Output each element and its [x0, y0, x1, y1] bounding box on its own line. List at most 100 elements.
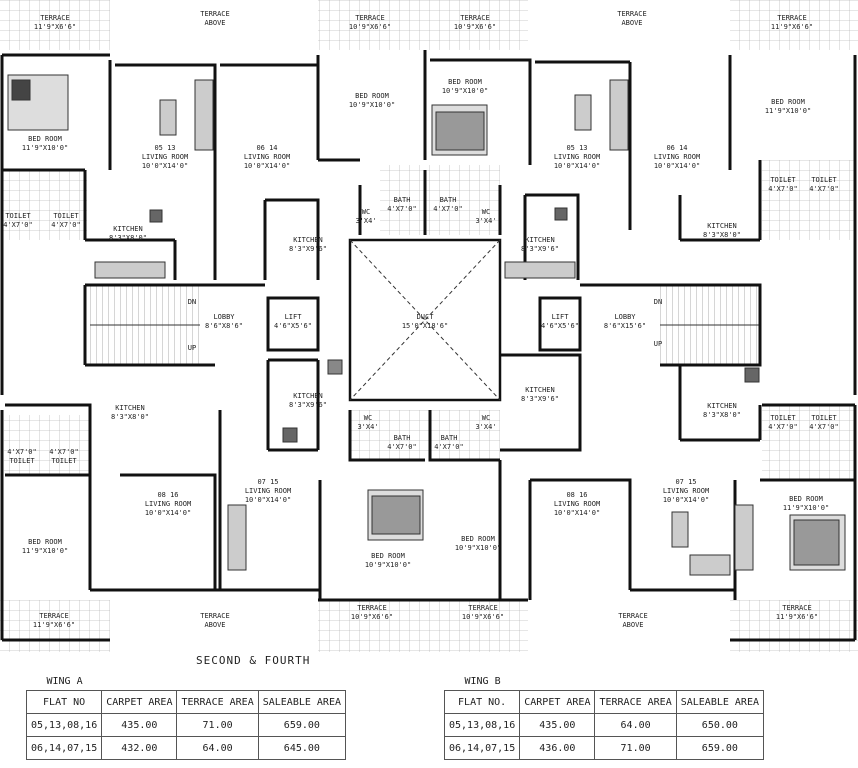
- room-label-line: 07 15: [257, 478, 278, 486]
- table-row: 05,13,08,16 435.00 64.00 650.00: [443, 713, 765, 737]
- room-label-line: 10'9"X10'0": [349, 101, 395, 109]
- room-label-line: 10'0"X14'0": [244, 162, 290, 170]
- wing-a-table-wrap: WING A FLAT NO CARPET AREA TERRACE AREA …: [25, 672, 347, 760]
- room-label-line: 10'0"X14'0": [145, 509, 191, 517]
- room-label-line: 8'3"X8'0": [703, 411, 741, 419]
- table-cell: 435.00: [101, 713, 178, 737]
- room-label-line: KITCHEN: [707, 222, 737, 230]
- table-cell: 64.00: [176, 736, 259, 760]
- room-label-line: 15'0"X18'6": [402, 322, 448, 330]
- room-label-line: TERRACE: [777, 14, 807, 22]
- table-header-row: FLAT NO. CARPET AREA TERRACE AREA SALEAB…: [443, 690, 765, 714]
- room-label-line: 8'3"X9'6": [289, 401, 327, 409]
- room-label-line: 4'6"X5'6": [541, 322, 579, 330]
- room-label-line: 4'X7'0": [768, 185, 798, 193]
- room-label-line: TOILET: [811, 176, 837, 184]
- room-label-line: TOILET: [53, 212, 79, 220]
- table-row: 06,14,07,15 436.00 71.00 659.00: [443, 736, 765, 760]
- room-label-line: TERRACE: [617, 10, 647, 18]
- room-label-line: TERRACE: [200, 10, 230, 18]
- table-cell: 06,14,07,15: [25, 736, 103, 760]
- room-label-line: UP: [654, 340, 662, 348]
- table-cell: 05,13,08,16: [25, 713, 103, 737]
- room-label-line: 10'0"X14'0": [245, 496, 291, 504]
- room-label-line: WC: [362, 208, 370, 216]
- room-label-line: BED ROOM: [461, 535, 495, 543]
- floor-title: SECOND & FOURTH: [196, 654, 311, 667]
- room-label-line: LOBBY: [213, 313, 235, 321]
- room-label-line: TOILET: [51, 457, 77, 465]
- room-label-line: 10'9"X10'0": [365, 561, 411, 569]
- room-label-line: KITCHEN: [707, 402, 737, 410]
- room-label-line: BED ROOM: [28, 135, 62, 143]
- room-label-line: 08 16: [566, 491, 587, 499]
- room-label-line: WC: [364, 414, 372, 422]
- room-label-dn2: DN: [654, 298, 662, 306]
- room-label-line: WC: [482, 208, 490, 216]
- table-header-row: FLAT NO CARPET AREA TERRACE AREA SALEABL…: [25, 690, 347, 714]
- room-label-line: UP: [188, 344, 196, 352]
- table-cell: 659.00: [257, 713, 347, 737]
- wing-a-title: WING A: [46, 675, 83, 687]
- room-label-line: TERRACE: [468, 604, 498, 612]
- room-label-line: 10'9"X10'0": [455, 544, 501, 552]
- room-label-line: 10'0"X14'0": [142, 162, 188, 170]
- header-cell: SALEABLE AREA: [257, 690, 347, 714]
- room-label-line: BATH: [394, 196, 411, 204]
- table-cell: 71.00: [176, 713, 259, 737]
- room-label-line: TERRACE: [355, 14, 385, 22]
- furniture-icons: [94, 79, 760, 576]
- room-label-line: 11'9"X10'0": [22, 547, 68, 555]
- room-label-line: LIVING ROOM: [554, 153, 600, 161]
- room-label-line: LIVING ROOM: [663, 487, 709, 495]
- table-cell: 432.00: [101, 736, 178, 760]
- room-label-line: 11'9"X6'6": [33, 621, 75, 629]
- room-label-line: 10'9"X6'6": [349, 23, 391, 31]
- room-label-line: LIVING ROOM: [244, 153, 290, 161]
- table-cell: 05,13,08,16: [443, 713, 521, 737]
- room-label-line: 4'X7'0": [809, 185, 839, 193]
- room-label-line: 10'9"X10'0": [442, 87, 488, 95]
- room-label-line: DUCT: [417, 313, 435, 321]
- room-label-up2: UP: [654, 340, 662, 348]
- room-label-line: 07 15: [675, 478, 696, 486]
- room-label-line: BED ROOM: [28, 538, 62, 546]
- room-label-line: 05 13: [154, 144, 175, 152]
- room-label-line: KITCHEN: [293, 236, 323, 244]
- room-label-line: TOILET: [5, 212, 31, 220]
- room-label-line: 11'9"X6'6": [771, 23, 813, 31]
- room-label-line: TERRACE: [782, 604, 812, 612]
- room-label-line: BED ROOM: [448, 78, 482, 86]
- room-label-line: 10'0"X14'0": [654, 162, 700, 170]
- room-label-line: 8'3"X9'6": [521, 245, 559, 253]
- room-label-line: LIFT: [552, 313, 570, 321]
- room-label-line: 3'X4': [357, 423, 378, 431]
- table-cell: 71.00: [594, 736, 677, 760]
- room-label-line: ABOVE: [621, 19, 642, 27]
